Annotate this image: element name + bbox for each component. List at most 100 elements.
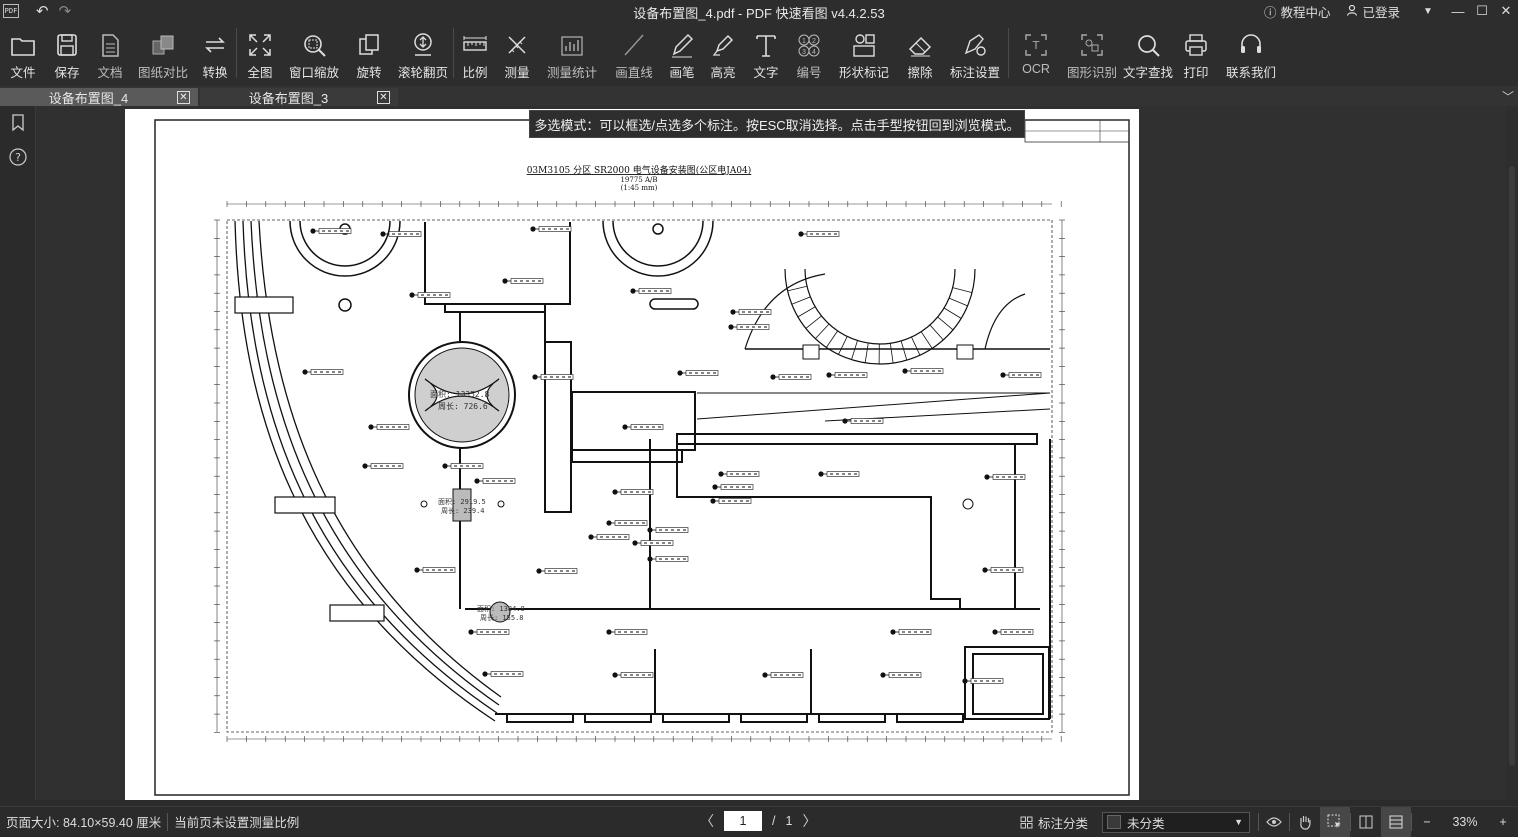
toolbar-highlight-button[interactable]: 高亮: [702, 22, 744, 86]
toolbar-fullview-button[interactable]: 全图: [237, 22, 283, 86]
chevron-down-icon[interactable]: ﹀: [1502, 88, 1514, 105]
menu-dropdown-icon[interactable]: ▼: [1416, 0, 1440, 22]
multi-select-tool-icon[interactable]: [1320, 807, 1350, 837]
toolbar-scale-button[interactable]: 比例: [454, 22, 496, 86]
equipment-annotation[interactable]: [798, 231, 839, 236]
equipment-annotation[interactable]: [630, 288, 671, 293]
hand-tool-icon[interactable]: [1290, 807, 1320, 837]
toolbar-line-button[interactable]: 画直线: [606, 22, 662, 86]
measured-area-rect[interactable]: 面积: 2919.5 周长: 239.4: [421, 489, 504, 521]
equipment-annotation[interactable]: [677, 370, 718, 375]
equipment-annotation[interactable]: [612, 489, 653, 494]
toolbar-annotation-settings-button[interactable]: 标注设置: [942, 22, 1008, 86]
equipment-annotation[interactable]: [380, 231, 421, 236]
equipment-annotation[interactable]: [632, 540, 673, 545]
toolbar-folder-button[interactable]: 文件: [0, 22, 46, 86]
equipment-annotation[interactable]: [902, 368, 943, 373]
toolbar-pen-button[interactable]: 画笔: [662, 22, 702, 86]
equipment-annotation[interactable]: [302, 369, 343, 374]
minimize-button[interactable]: —: [1446, 0, 1470, 22]
equipment-annotation[interactable]: [730, 309, 771, 314]
category-select[interactable]: 未分类 ▼: [1102, 812, 1250, 833]
help-icon[interactable]: ?: [0, 140, 36, 174]
equipment-annotation[interactable]: [710, 498, 751, 503]
next-page-icon[interactable]: 〉: [802, 811, 816, 831]
toolbar-measure-stats-button[interactable]: 测量统计: [538, 22, 606, 86]
continuous-view-icon[interactable]: [1381, 807, 1411, 837]
equipment-annotation[interactable]: [728, 324, 769, 329]
equipment-annotation[interactable]: [502, 278, 543, 283]
equipment-annotation[interactable]: [536, 568, 577, 573]
equipment-annotation[interactable]: [310, 228, 351, 233]
zoom-in-icon[interactable]: +: [1488, 807, 1518, 837]
toolbar-text-button[interactable]: 文字: [744, 22, 788, 86]
equipment-annotation[interactable]: [842, 418, 883, 423]
toolbar-rotate-button[interactable]: 旋转: [345, 22, 393, 86]
equipment-annotation[interactable]: [612, 672, 653, 677]
equipment-annotation[interactable]: [647, 527, 688, 532]
equipment-annotation[interactable]: [992, 629, 1033, 634]
toolbar-eraser-button[interactable]: 擦除: [898, 22, 942, 86]
toolbar-window-zoom-button[interactable]: 窗口缩放: [283, 22, 345, 86]
document-viewer[interactable]: 03M3105 分区 SR2000 电气设备安装图(公区电JA04) 19775…: [36, 106, 1518, 800]
equipment-annotation[interactable]: [622, 424, 663, 429]
toolbar-compare-button[interactable]: 图纸对比: [132, 22, 194, 86]
equipment-annotation[interactable]: [414, 567, 455, 572]
tab-document-3[interactable]: 设备布置图_3 ✕: [200, 88, 398, 106]
equipment-annotation[interactable]: [474, 478, 515, 483]
equipment-annotation[interactable]: [818, 471, 859, 476]
toolbar-print-button[interactable]: 打印: [1175, 22, 1217, 86]
single-page-view-icon[interactable]: [1351, 807, 1381, 837]
zoom-out-icon[interactable]: −: [1412, 807, 1442, 837]
page-number-input[interactable]: 1: [724, 811, 762, 831]
toolbar-document-button[interactable]: 文档: [88, 22, 132, 86]
toolbar-headset-button[interactable]: 联系我们: [1217, 22, 1285, 86]
equipment-annotation[interactable]: [647, 556, 688, 561]
toolbar-shape-recognize-button[interactable]: 图形识别: [1063, 22, 1121, 86]
undo-icon[interactable]: ↶: [36, 2, 49, 20]
equipment-annotation[interactable]: [762, 672, 803, 677]
equipment-annotation[interactable]: [718, 471, 759, 476]
equipment-annotation[interactable]: [880, 672, 921, 677]
equipment-annotation[interactable]: [982, 567, 1023, 572]
equipment-annotation[interactable]: [482, 671, 523, 676]
equipment-annotation[interactable]: [606, 520, 647, 525]
redo-icon[interactable]: ↷: [59, 2, 72, 20]
pdf-page[interactable]: 03M3105 分区 SR2000 电气设备安装图(公区电JA04) 19775…: [125, 109, 1139, 800]
equipment-annotation[interactable]: [962, 678, 1003, 683]
measure-scale-info[interactable]: 当前页未设置测量比例: [168, 812, 305, 831]
equipment-annotation[interactable]: [984, 474, 1025, 479]
equipment-annotation[interactable]: [362, 463, 403, 468]
toolbar-shape-mark-button[interactable]: 形状标记: [830, 22, 898, 86]
toolbar-scroll-page-button[interactable]: 滚轮翻页: [393, 22, 453, 86]
eye-icon[interactable]: [1259, 807, 1289, 837]
equipment-annotation[interactable]: [606, 629, 647, 634]
close-tab-icon[interactable]: ✕: [177, 91, 190, 104]
toolbar-search-button[interactable]: 文字查找: [1121, 22, 1175, 86]
maximize-button[interactable]: ☐: [1470, 0, 1494, 22]
measured-area-small-circle[interactable]: 面积: 1384.8 周长: 155.8: [477, 602, 525, 622]
bookmark-icon[interactable]: [0, 106, 36, 140]
prev-page-icon[interactable]: 〈: [700, 811, 714, 831]
zoom-level[interactable]: 33%: [1442, 815, 1488, 829]
equipment-annotation[interactable]: [588, 534, 629, 539]
measured-area-circle[interactable]: 面积: 13352.8 周长: 726.6: [409, 342, 515, 448]
tutorial-center-link[interactable]: ⓘ 教程中心: [1264, 2, 1331, 21]
toolbar-convert-button[interactable]: 转换: [194, 22, 236, 86]
equipment-annotation[interactable]: [409, 292, 450, 297]
toolbar-measure-button[interactable]: 测量: [496, 22, 538, 86]
equipment-annotation[interactable]: [1000, 372, 1041, 377]
equipment-annotation[interactable]: [530, 226, 571, 231]
close-button[interactable]: ✕: [1494, 0, 1518, 22]
equipment-annotation[interactable]: [442, 463, 483, 468]
equipment-annotation[interactable]: [712, 484, 753, 489]
equipment-annotation[interactable]: [890, 629, 931, 634]
toolbar-save-button[interactable]: 保存: [46, 22, 88, 86]
tab-document-4[interactable]: 设备布置图_4 ✕: [0, 88, 198, 106]
equipment-annotation[interactable]: [826, 372, 867, 377]
login-status[interactable]: 已登录: [1346, 2, 1400, 21]
equipment-annotation[interactable]: [368, 424, 409, 429]
equipment-annotation[interactable]: [468, 629, 509, 634]
close-tab-icon[interactable]: ✕: [377, 91, 390, 104]
